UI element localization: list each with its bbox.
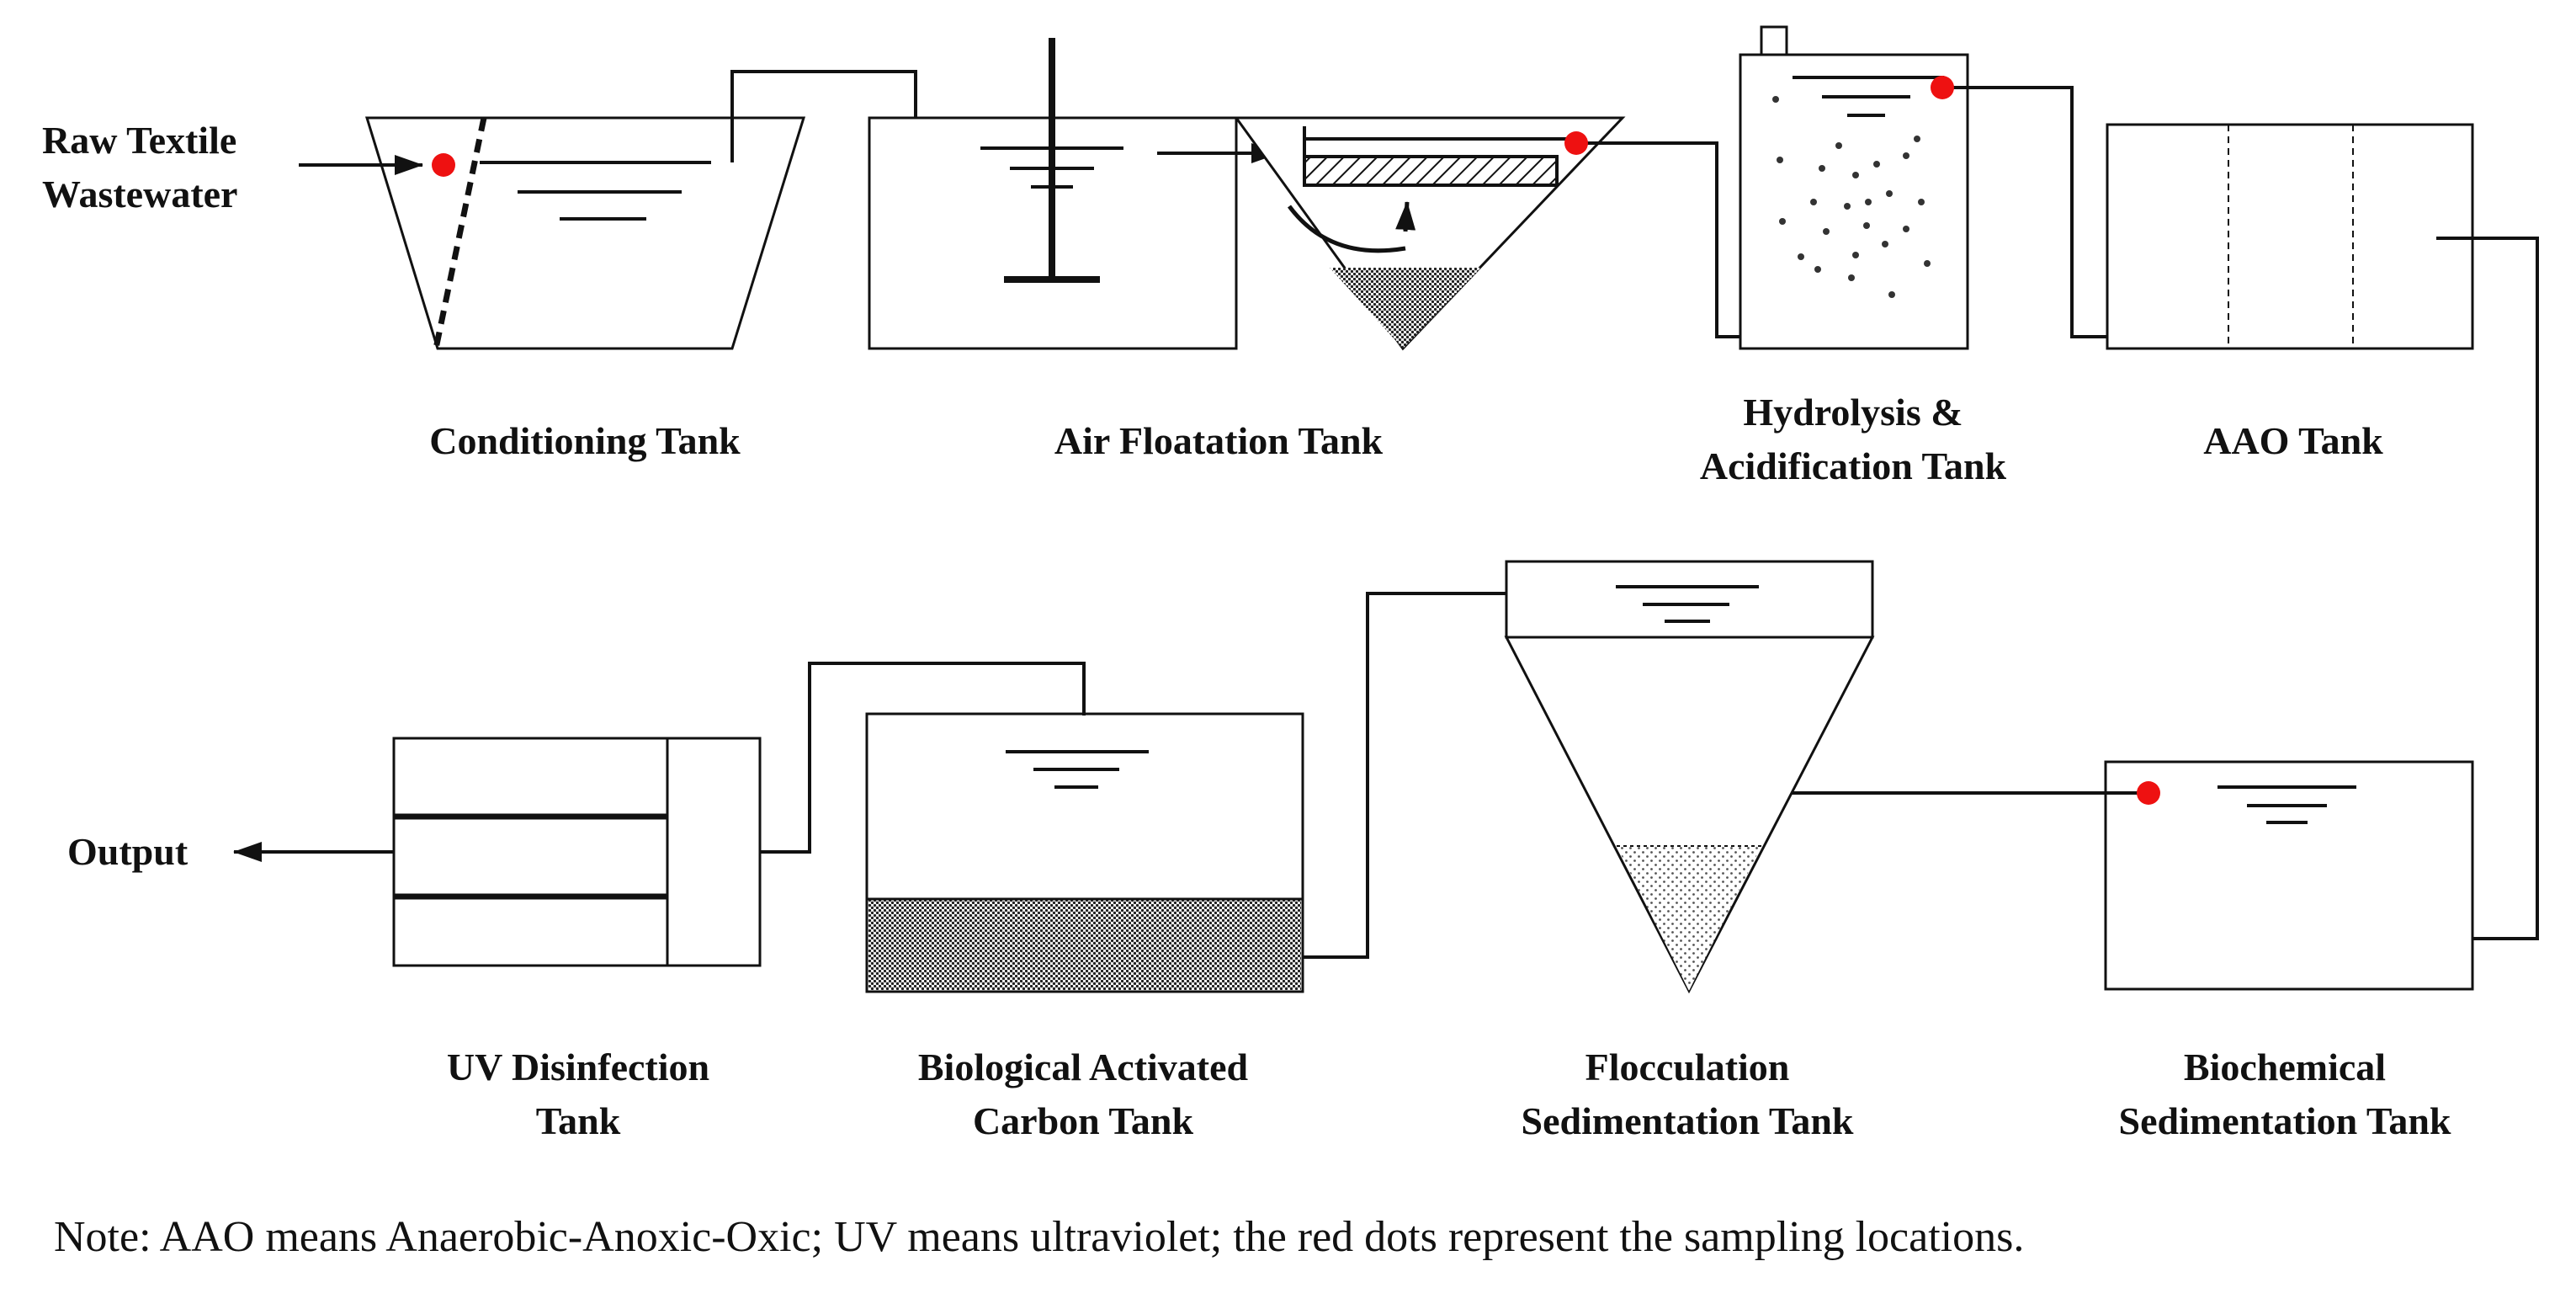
flocculation-tank-label: Flocculation Sedimentation Tank bbox=[1522, 1040, 1854, 1148]
uv-tank-label: UV Disinfection Tank bbox=[447, 1040, 709, 1148]
conditioning-tank bbox=[364, 116, 806, 350]
sampling-dot-conditioning bbox=[432, 153, 455, 177]
input-label-line1: Raw Textile bbox=[42, 119, 237, 162]
carbon-tank-label-line2: Carbon Tank bbox=[972, 1099, 1194, 1142]
flocculation-tank-label-line2: Sedimentation Tank bbox=[1521, 1099, 1854, 1142]
conditioning-tank-label: Conditioning Tank bbox=[429, 414, 741, 468]
output-label-text: Output bbox=[67, 830, 189, 873]
flocculation-sedimentation-tank bbox=[1504, 560, 1875, 994]
uv-tank-label-line2: Tank bbox=[535, 1099, 621, 1142]
biochemical-sedimentation-tank bbox=[2104, 760, 2474, 991]
air-bubbles bbox=[1772, 96, 1931, 298]
biological-activated-carbon-tank bbox=[865, 712, 1304, 993]
hydrolysis-tank-label-line1: Hydrolysis & bbox=[1743, 391, 1963, 434]
biochemical-tank-label-line2: Sedimentation Tank bbox=[2118, 1099, 2451, 1142]
hydrolysis-tank-label-line2: Acidification Tank bbox=[1699, 444, 2007, 487]
sampling-dot-hydrolysis bbox=[1931, 76, 1954, 99]
uv-disinfection-tank bbox=[392, 737, 762, 967]
pipe-carbon-to-uv bbox=[714, 662, 1086, 862]
air-floatation-tank-label: Air Floatation Tank bbox=[1054, 414, 1383, 468]
aao-tank bbox=[2106, 123, 2474, 350]
conditioning-tank-label-line1: Conditioning Tank bbox=[429, 419, 741, 462]
sampling-dot-air-floatation bbox=[1564, 131, 1588, 155]
hydrolysis-acidification-tank bbox=[1739, 25, 1969, 350]
aao-tank-label-line1: AAO Tank bbox=[2203, 419, 2383, 462]
biochemical-tank-label: Biochemical Sedimentation Tank bbox=[2119, 1040, 2451, 1148]
sampling-dot-biochemical bbox=[2137, 781, 2160, 805]
output-label: Output bbox=[67, 825, 188, 879]
air-floatation-tank bbox=[868, 38, 1626, 351]
aao-tank-label: AAO Tank bbox=[2203, 414, 2383, 468]
air-floatation-tank-label-line1: Air Floatation Tank bbox=[1054, 419, 1384, 462]
carbon-tank-label: Biological Activated Carbon Tank bbox=[918, 1040, 1248, 1148]
uv-tank-label-line1: UV Disinfection bbox=[446, 1046, 710, 1088]
sampling-dots bbox=[432, 76, 2160, 805]
biochemical-tank-label-line1: Biochemical bbox=[2183, 1046, 2387, 1088]
figure-note: Note: AAO means Anaerobic-Anoxic-Oxic; U… bbox=[54, 1213, 2025, 1261]
input-label: Raw Textile Wastewater bbox=[42, 114, 237, 221]
flocculation-tank-label-line1: Flocculation bbox=[1585, 1046, 1790, 1088]
hydrolysis-tank-label: Hydrolysis & Acidification Tank bbox=[1700, 386, 2006, 493]
input-label-line2: Wastewater bbox=[42, 173, 238, 216]
carbon-tank-label-line1: Biological Activated bbox=[917, 1046, 1249, 1088]
